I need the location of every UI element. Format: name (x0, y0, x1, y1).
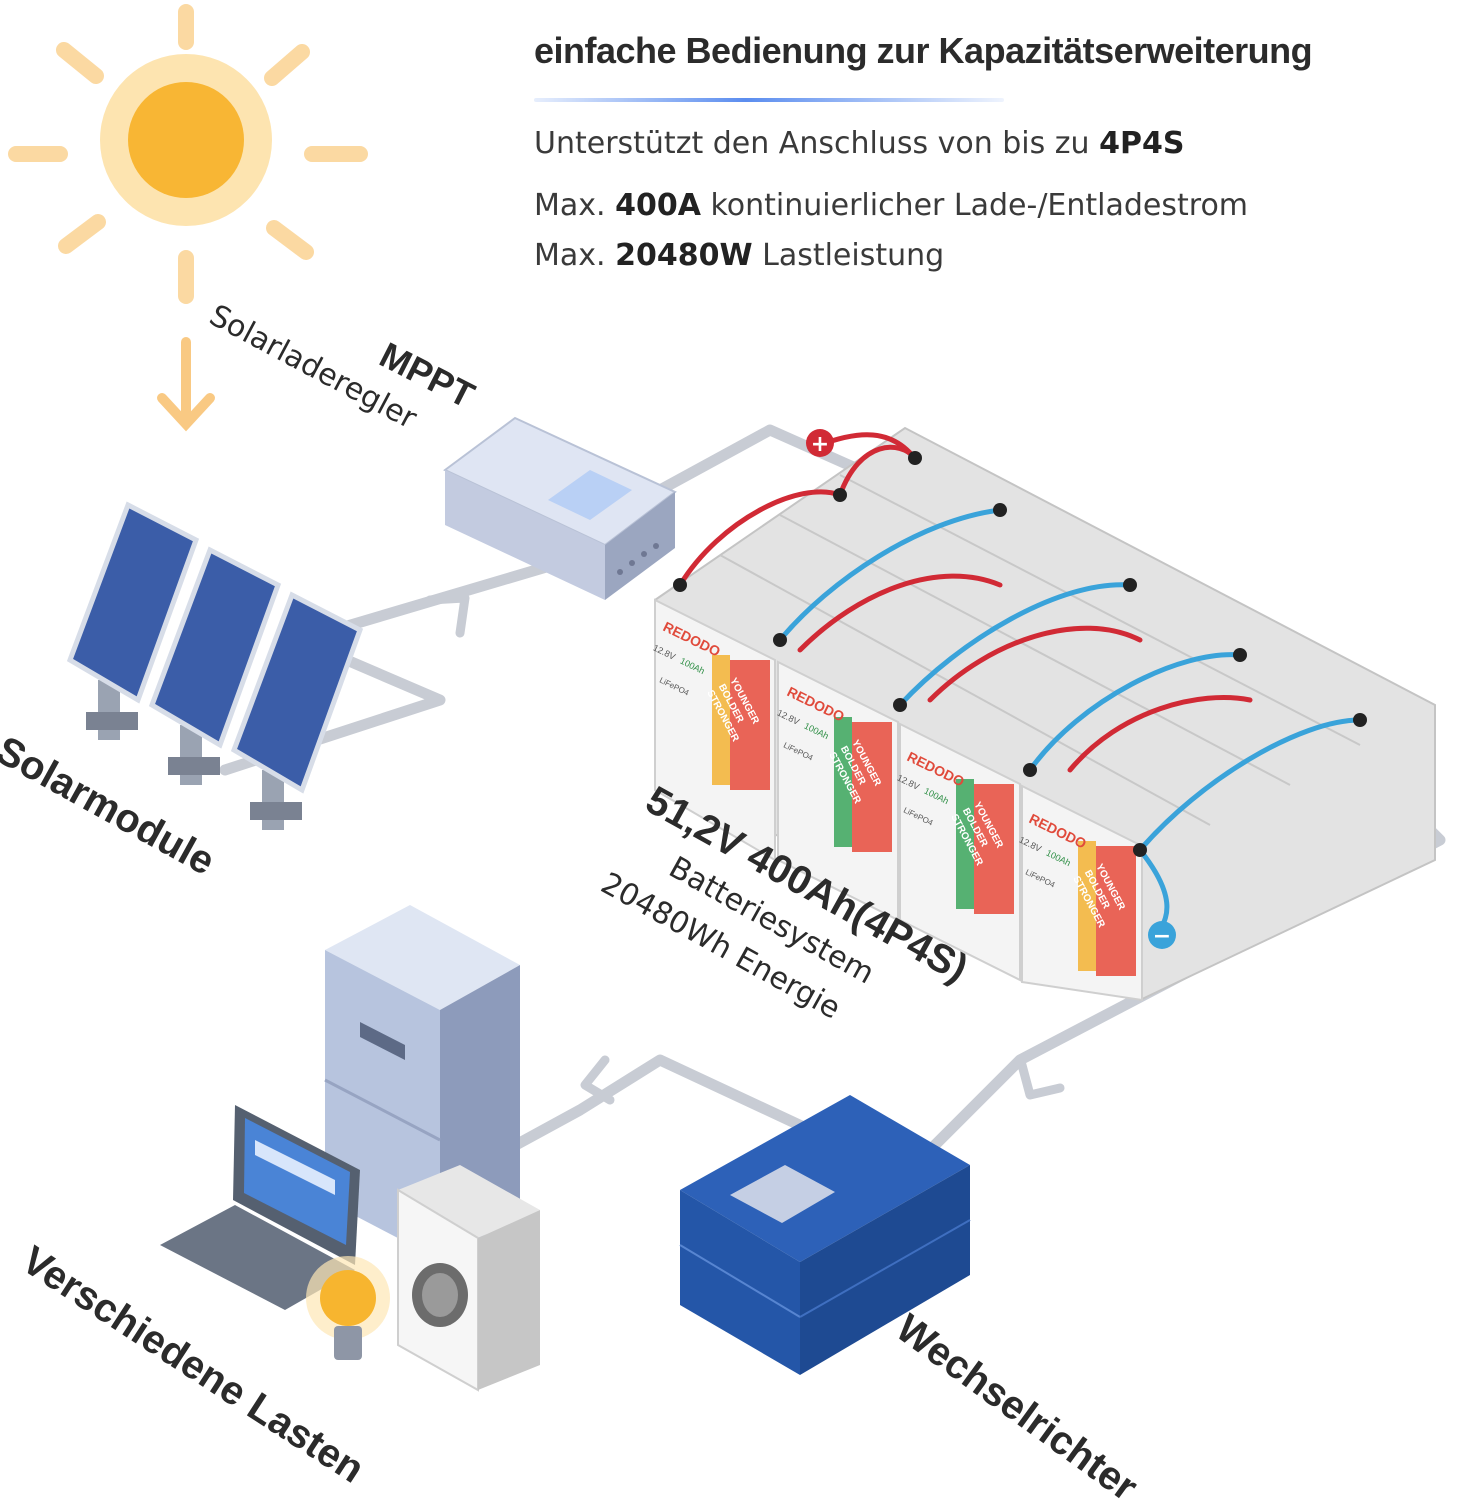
sun-icon (8, 4, 368, 304)
battery-bank: + − REDODO 12.8V 100Ah LiFePO4 REDODO 12… (651, 426, 1436, 1002)
spec-line-power-value: 20480W (615, 238, 753, 273)
spec-line-connection-text: Unterstützt den Anschluss von bis zu (534, 126, 1100, 161)
title-underline (534, 98, 1004, 102)
sunlight-arrow-icon (157, 337, 215, 432)
laptop-icon (160, 1105, 360, 1310)
spec-line-current: Max. 400A kontinuierlicher Lade-/Entlade… (534, 188, 1464, 224)
spec-line-current-value: 400A (615, 188, 701, 223)
minus-terminal-icon: − (1148, 921, 1176, 949)
spec-line-connection: Unterstützt den Anschluss von bis zu 4P4… (534, 126, 1464, 162)
solar-panels (66, 501, 364, 830)
mppt-controller-icon (443, 416, 677, 600)
washing-machine-icon (397, 1165, 540, 1392)
flow-arrows (425, 593, 1065, 1105)
spec-line-current-text: kontinuierlicher Lade-/Entladestrom (700, 188, 1249, 223)
plus-terminal-icon: + (806, 429, 834, 457)
page-title: einfache Bedienung zur Kapazitätserweite… (534, 30, 1313, 71)
minus-sign: − (1153, 924, 1171, 949)
spec-line-power-prefix: Max. (534, 238, 616, 273)
spec-line-connection-value: 4P4S (1099, 126, 1185, 161)
plus-sign: + (811, 432, 829, 457)
light-bulb-icon (306, 1256, 390, 1360)
header-block: einfache Bedienung zur Kapazitätserweite… (534, 30, 1464, 274)
battery-cables (677, 432, 1363, 933)
battery-label-stripes (712, 655, 1136, 976)
spec-line-power-text: Lastleistung (752, 238, 945, 273)
spec-line-current-prefix: Max. (534, 188, 616, 223)
spec-line-power: Max. 20480W Lastleistung (534, 238, 1464, 274)
inverter-icon (679, 1095, 971, 1375)
